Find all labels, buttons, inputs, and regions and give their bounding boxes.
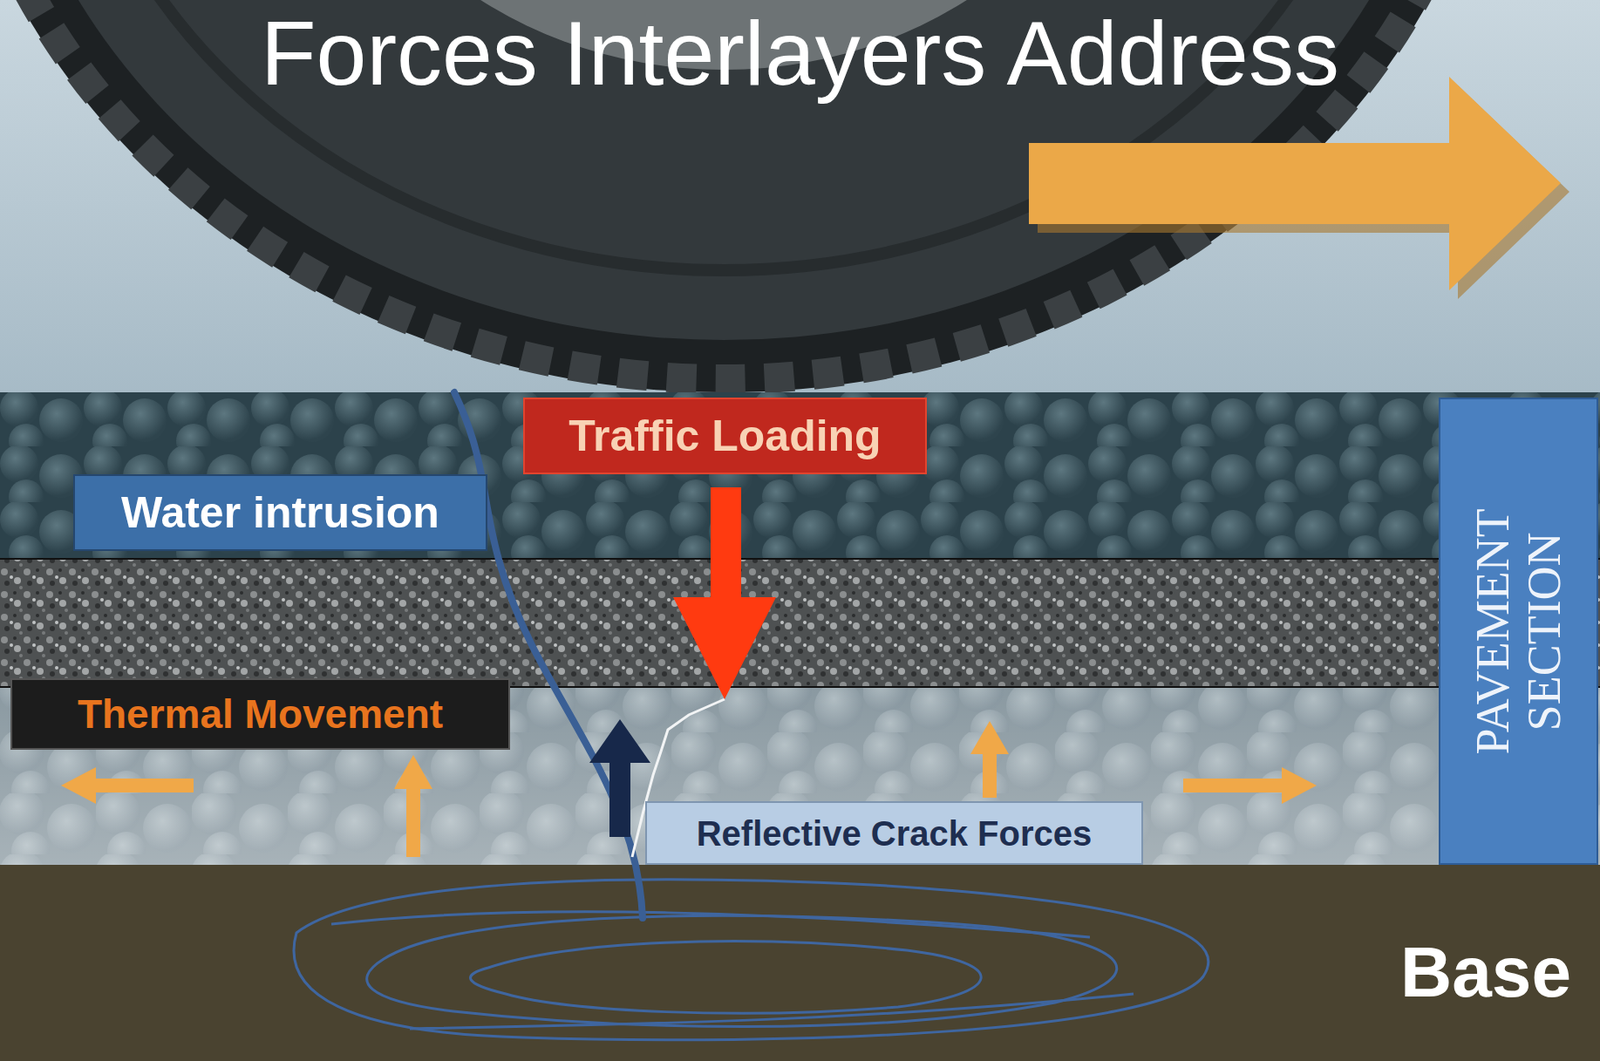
crack-force-arrow bbox=[589, 719, 651, 838]
label-text: Reflective Crack Forces bbox=[696, 814, 1093, 853]
load-label-box: Traffic Loading bbox=[523, 397, 927, 475]
thermal-arrow-right bbox=[1183, 767, 1317, 804]
water-label-box: Water intrusion bbox=[73, 474, 488, 552]
thermal-label-box: Thermal Movement bbox=[10, 678, 511, 750]
motion-arrow bbox=[1028, 76, 1561, 291]
scribble-stroke bbox=[331, 912, 1134, 1029]
surface-asphalt-layer bbox=[0, 392, 1600, 559]
diagram-title: Forces Interlayers Address bbox=[0, 3, 1600, 103]
label-text: Base bbox=[1400, 932, 1572, 1012]
layer-boundary bbox=[0, 558, 1600, 560]
scribble-loop bbox=[293, 879, 1209, 1041]
water-pooling-scribble bbox=[293, 879, 1209, 1041]
label-text: Thermal Movement bbox=[77, 692, 443, 737]
thermal-arrow-up bbox=[394, 755, 433, 858]
vertical-label: PAVEMENT SECTION bbox=[1466, 456, 1571, 806]
label-text: Water intrusion bbox=[121, 489, 440, 538]
scribble-loop bbox=[470, 941, 982, 1015]
scribble-loop bbox=[367, 915, 1117, 1027]
interlayer bbox=[0, 558, 1600, 688]
existing-pavement-layer bbox=[0, 687, 1600, 865]
traffic-load-arrow bbox=[673, 487, 777, 700]
base-band: Base bbox=[0, 864, 1600, 1061]
layer-shade bbox=[0, 687, 1600, 865]
load-arrow bbox=[673, 487, 777, 700]
base-layer bbox=[0, 864, 1600, 1061]
upward-arrow bbox=[589, 719, 651, 838]
thermal-arrow-left bbox=[61, 767, 194, 804]
thermal-arrow-up bbox=[970, 721, 1009, 798]
crack-label-box: Reflective Crack Forces bbox=[645, 801, 1144, 865]
section-label-box: PAVEMENT SECTION bbox=[1438, 397, 1599, 865]
direction-arrow bbox=[1028, 76, 1570, 300]
label-text: Traffic Loading bbox=[568, 412, 881, 461]
